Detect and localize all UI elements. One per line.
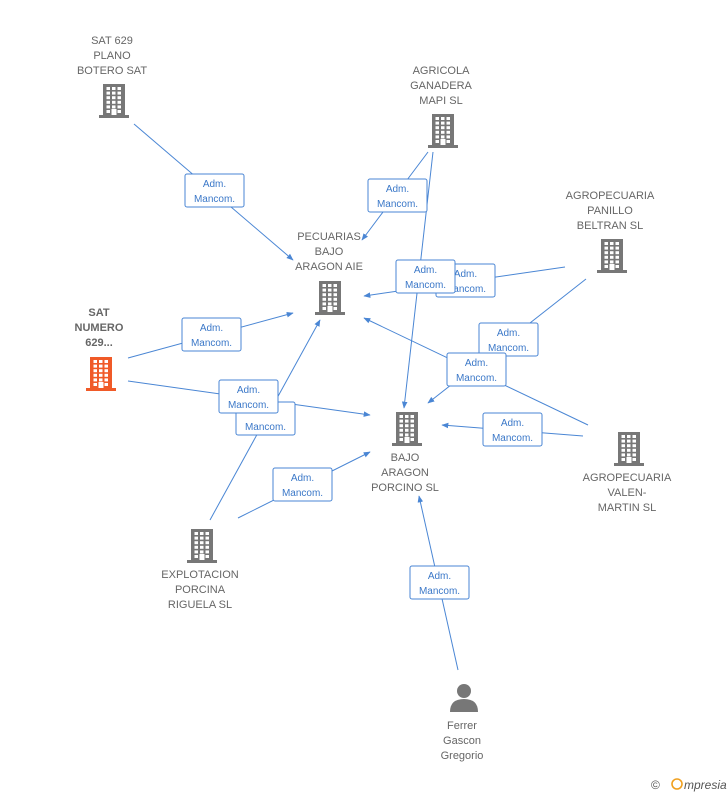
node-label: RIGUELA SL (168, 599, 232, 611)
edge-label-text: Mancom. (377, 199, 418, 210)
edge-label-adm-mancom[interactable]: Adm. Mancom. (446, 352, 507, 387)
edge-label-text: Adm. (428, 571, 451, 582)
edge-label-text: Adm. (237, 385, 260, 396)
node-label: ARAGON (381, 467, 429, 479)
node-label: EXPLOTACION (161, 569, 238, 581)
edge-label-text: Mancom. (191, 338, 232, 349)
edge-label-box (395, 259, 456, 294)
edge-label-adm-mancom[interactable]: Adm. Mancom. (409, 565, 470, 600)
node-label: Gregorio (441, 750, 484, 762)
edge-labels-layer: Adm.Mancom.Adm.Mancom.Adm.Mancom.Adm.Man… (181, 173, 543, 600)
node-label: VALEN- (608, 487, 647, 499)
edge-label-text: Mancom. (445, 284, 486, 295)
node-label: 629... (85, 337, 113, 349)
edge-label-box (272, 467, 333, 502)
edge-label-box (184, 173, 245, 208)
node-label: AGRICOLA (413, 65, 471, 77)
node-label: BAJO (391, 452, 420, 464)
building-icon (614, 432, 644, 466)
edge-label-adm-mancom[interactable]: Adm. Mancom. (482, 412, 543, 447)
node-label: MAPI SL (419, 95, 462, 107)
node-label: PLANO (93, 50, 131, 62)
building-icon (597, 239, 627, 273)
edge-label-text: Mancom. (419, 586, 460, 597)
copyright-symbol: © (651, 778, 660, 792)
node-label: AGROPECUARIA (566, 190, 655, 202)
edge-label-text: Adm. (291, 473, 314, 484)
edge-label-text: Mancom. (245, 422, 286, 433)
node-label: BELTRAN SL (577, 220, 643, 232)
edge-label-text: Adm. (414, 265, 437, 276)
node-label: BOTERO SAT (77, 65, 147, 77)
building-icon (187, 529, 217, 563)
node-label: GANADERA (410, 80, 472, 92)
node-label: Gascon (443, 735, 481, 747)
edge-label-box (218, 379, 279, 414)
edge-label-text: Adm. (200, 323, 223, 334)
node-bajoaragon[interactable]: BAJO ARAGON PORCINO SL (371, 412, 439, 494)
brand-name: mpresia (684, 778, 727, 792)
edge-label-text: Adm. (501, 418, 524, 429)
node-sat629numero[interactable]: SAT NUMERO 629... (75, 307, 124, 391)
edge-label-adm-mancom[interactable]: Adm. Mancom. (478, 322, 539, 357)
node-label: AGROPECUARIA (583, 472, 672, 484)
node-agricola[interactable]: AGRICOLA GANADERA MAPI SL (410, 65, 473, 148)
node-panillo[interactable]: AGROPECUARIA PANILLO BELTRAN SL (566, 190, 655, 273)
edge-label-adm-mancom[interactable]: Adm. Mancom. (367, 178, 428, 213)
edge-label-text: Mancom. (194, 194, 235, 205)
empresia-logo-icon (671, 778, 683, 790)
building-icon (86, 357, 116, 391)
node-label: SAT 629 (91, 35, 133, 47)
edge-label-adm-mancom[interactable]: Adm. Mancom. (184, 173, 245, 208)
edge-label-box (478, 322, 539, 357)
footer: ©mpresiaEmpresia (651, 778, 727, 792)
edge-label-box (367, 178, 428, 213)
edge-label-text: Adm. (454, 269, 477, 280)
node-pecuarias[interactable]: PECUARIAS BAJO ARAGON AIE (295, 231, 363, 315)
node-label: PORCINO SL (371, 482, 439, 494)
node-riguela[interactable]: EXPLOTACION PORCINA RIGUELA SL (161, 529, 239, 611)
edge-label-text: Adm. (497, 328, 520, 339)
edge-label-text: Mancom. (282, 488, 323, 499)
edge-label-text: Adm. (203, 179, 226, 190)
node-label: MARTIN SL (598, 502, 656, 514)
building-icon (428, 114, 458, 148)
building-icon (315, 281, 345, 315)
node-label: PORCINA (175, 584, 226, 596)
edge-label-text: Mancom. (488, 343, 529, 354)
node-label: PANILLO (587, 205, 633, 217)
edge-label-text: Mancom. (492, 433, 533, 444)
node-label: PECUARIAS (297, 231, 361, 243)
edge-label-text: Adm. (386, 184, 409, 195)
edge-label-adm-mancom[interactable]: Adm. Mancom. (272, 467, 333, 502)
edge-label-box (181, 317, 242, 352)
node-label: SAT (88, 307, 109, 319)
building-icon (99, 84, 129, 118)
node-label: Ferrer (447, 720, 477, 732)
edge-label-box (446, 352, 507, 387)
node-label: BAJO (315, 246, 344, 258)
edge-label-adm-mancom[interactable]: Adm. Mancom. (395, 259, 456, 294)
edge-label-text: Mancom. (405, 280, 446, 291)
edge-label-text: Mancom. (228, 400, 269, 411)
edge-label-text: Adm. (465, 358, 488, 369)
node-label: NUMERO (75, 322, 124, 334)
edge-label-adm-mancom[interactable]: Adm. Mancom. (181, 317, 242, 352)
edge-label-adm-mancom[interactable]: Adm. Mancom. (218, 379, 279, 414)
person-icon (450, 684, 478, 712)
building-icon (392, 412, 422, 446)
node-valenmartin[interactable]: AGROPECUARIA VALEN- MARTIN SL (583, 432, 672, 514)
node-label: ARAGON AIE (295, 261, 363, 273)
edge-label-box (409, 565, 470, 600)
edge-label-text: Mancom. (456, 373, 497, 384)
edge-label-box (482, 412, 543, 447)
